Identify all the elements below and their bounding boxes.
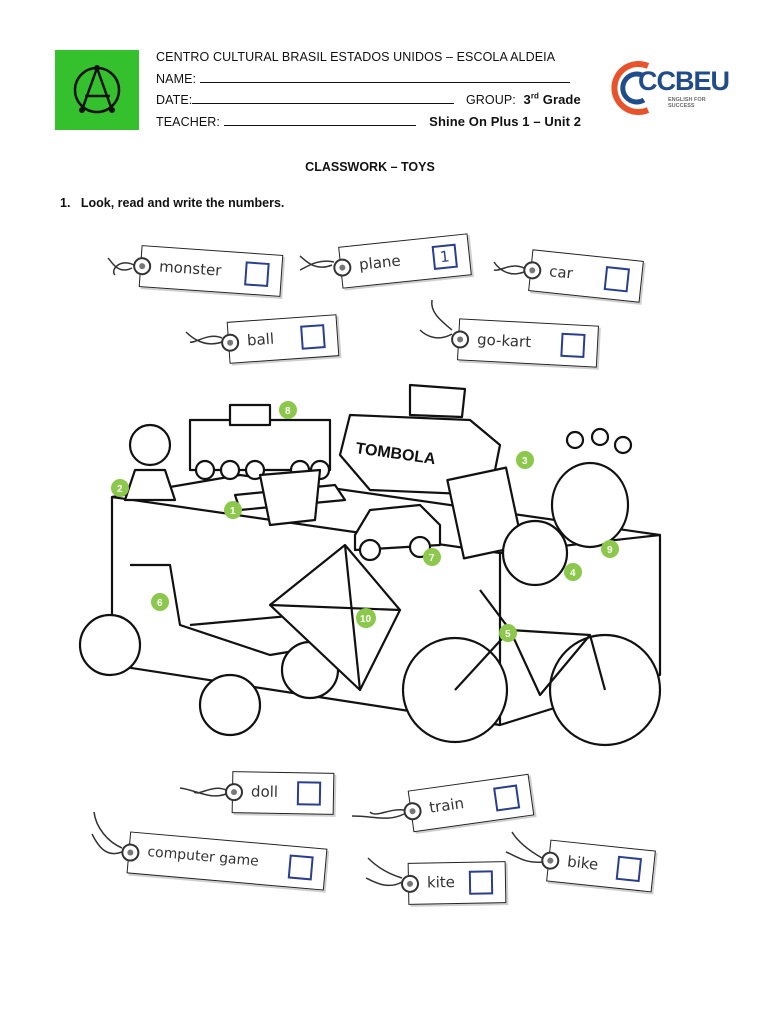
toy-train [188,403,332,481]
date-field[interactable] [192,91,455,104]
svg-text:8: 8 [285,406,291,417]
toy-go-kart [78,563,340,737]
name-row: NAME: [156,70,570,86]
answer-box[interactable] [296,781,322,806]
badge-3 [516,451,534,469]
group-label: GROUP: [465,93,516,107]
answer-box[interactable] [493,784,521,812]
svg-text:7: 7 [429,553,435,564]
tag-word: doll [250,782,279,801]
badge-4 [564,563,582,581]
ccbeu-logo: CCBEU ENGLISH FOR SUCCESS [610,58,730,118]
badge-10 [356,608,376,628]
tag-kite: kite [400,861,507,905]
grade-text: 3rd Grade [523,91,581,107]
answer-box[interactable] [615,855,643,883]
tag-hole-icon [120,842,141,863]
toy-doll [123,423,177,502]
badge-9 [601,540,619,558]
school-logo [55,50,139,130]
ccbeu-tagline: ENGLISH FOR SUCCESS [668,97,706,109]
svg-text:3: 3 [522,456,528,467]
badge-7 [423,548,441,566]
badge-6 [151,593,169,611]
toy-computer-game [446,466,524,560]
badge-1 [224,501,242,519]
svg-text:1: 1 [230,506,236,517]
ccbeu-wordmark: CCBEU [638,66,730,96]
badge-8 [279,401,297,419]
tag-doll: doll [224,771,335,815]
tag-hole-icon [400,874,420,893]
svg-text:9: 9 [607,545,613,556]
name-field[interactable] [199,70,570,83]
tag-hole-icon [224,782,244,802]
tag-word: computer game [146,844,260,870]
tag-word: kite [426,873,456,892]
svg-text:5: 5 [505,629,511,640]
teacher-row: TEACHER: Shine On Plus 1 – Unit 2 [156,113,581,129]
svg-text:4: 4 [570,568,576,579]
svg-text:10: 10 [360,614,372,625]
tombola-box: TOMBOLA [338,383,502,497]
name-label: NAME: [156,72,197,86]
tag-word: bike [566,852,600,874]
answer-box[interactable] [468,870,494,895]
date-label: DATE: [156,93,193,107]
page-title: CLASSWORK – TOYS [305,160,435,174]
badge-5 [499,624,517,642]
teacher-field[interactable] [223,113,416,126]
exercise-instruction: 1. Look, read and write the numbers. [60,196,285,210]
answer-box[interactable] [287,854,314,881]
compass-a-icon [73,65,121,114]
date-row: DATE: GROUP: 3rd Grade [156,91,581,107]
book-unit: Shine On Plus 1 – Unit 2 [429,114,582,129]
toy-bike [401,589,662,747]
teacher-label: TEACHER: [156,115,221,129]
toy-monster [550,427,633,549]
tag-word: train [428,794,466,817]
number-badges: 1 2 3 4 5 6 7 8 9 10 [111,401,619,642]
badge-2 [111,479,129,497]
ccbeu-swirl-icon [611,61,650,115]
svg-text:2: 2 [117,484,123,495]
svg-text:6: 6 [157,598,163,609]
toy-kite [268,543,402,692]
toy-ball [501,519,569,587]
school-name: CENTRO CULTURAL BRASIL ESTADOS UNIDOS – … [156,50,556,64]
toys-scene: TOMBOLA [78,383,662,747]
